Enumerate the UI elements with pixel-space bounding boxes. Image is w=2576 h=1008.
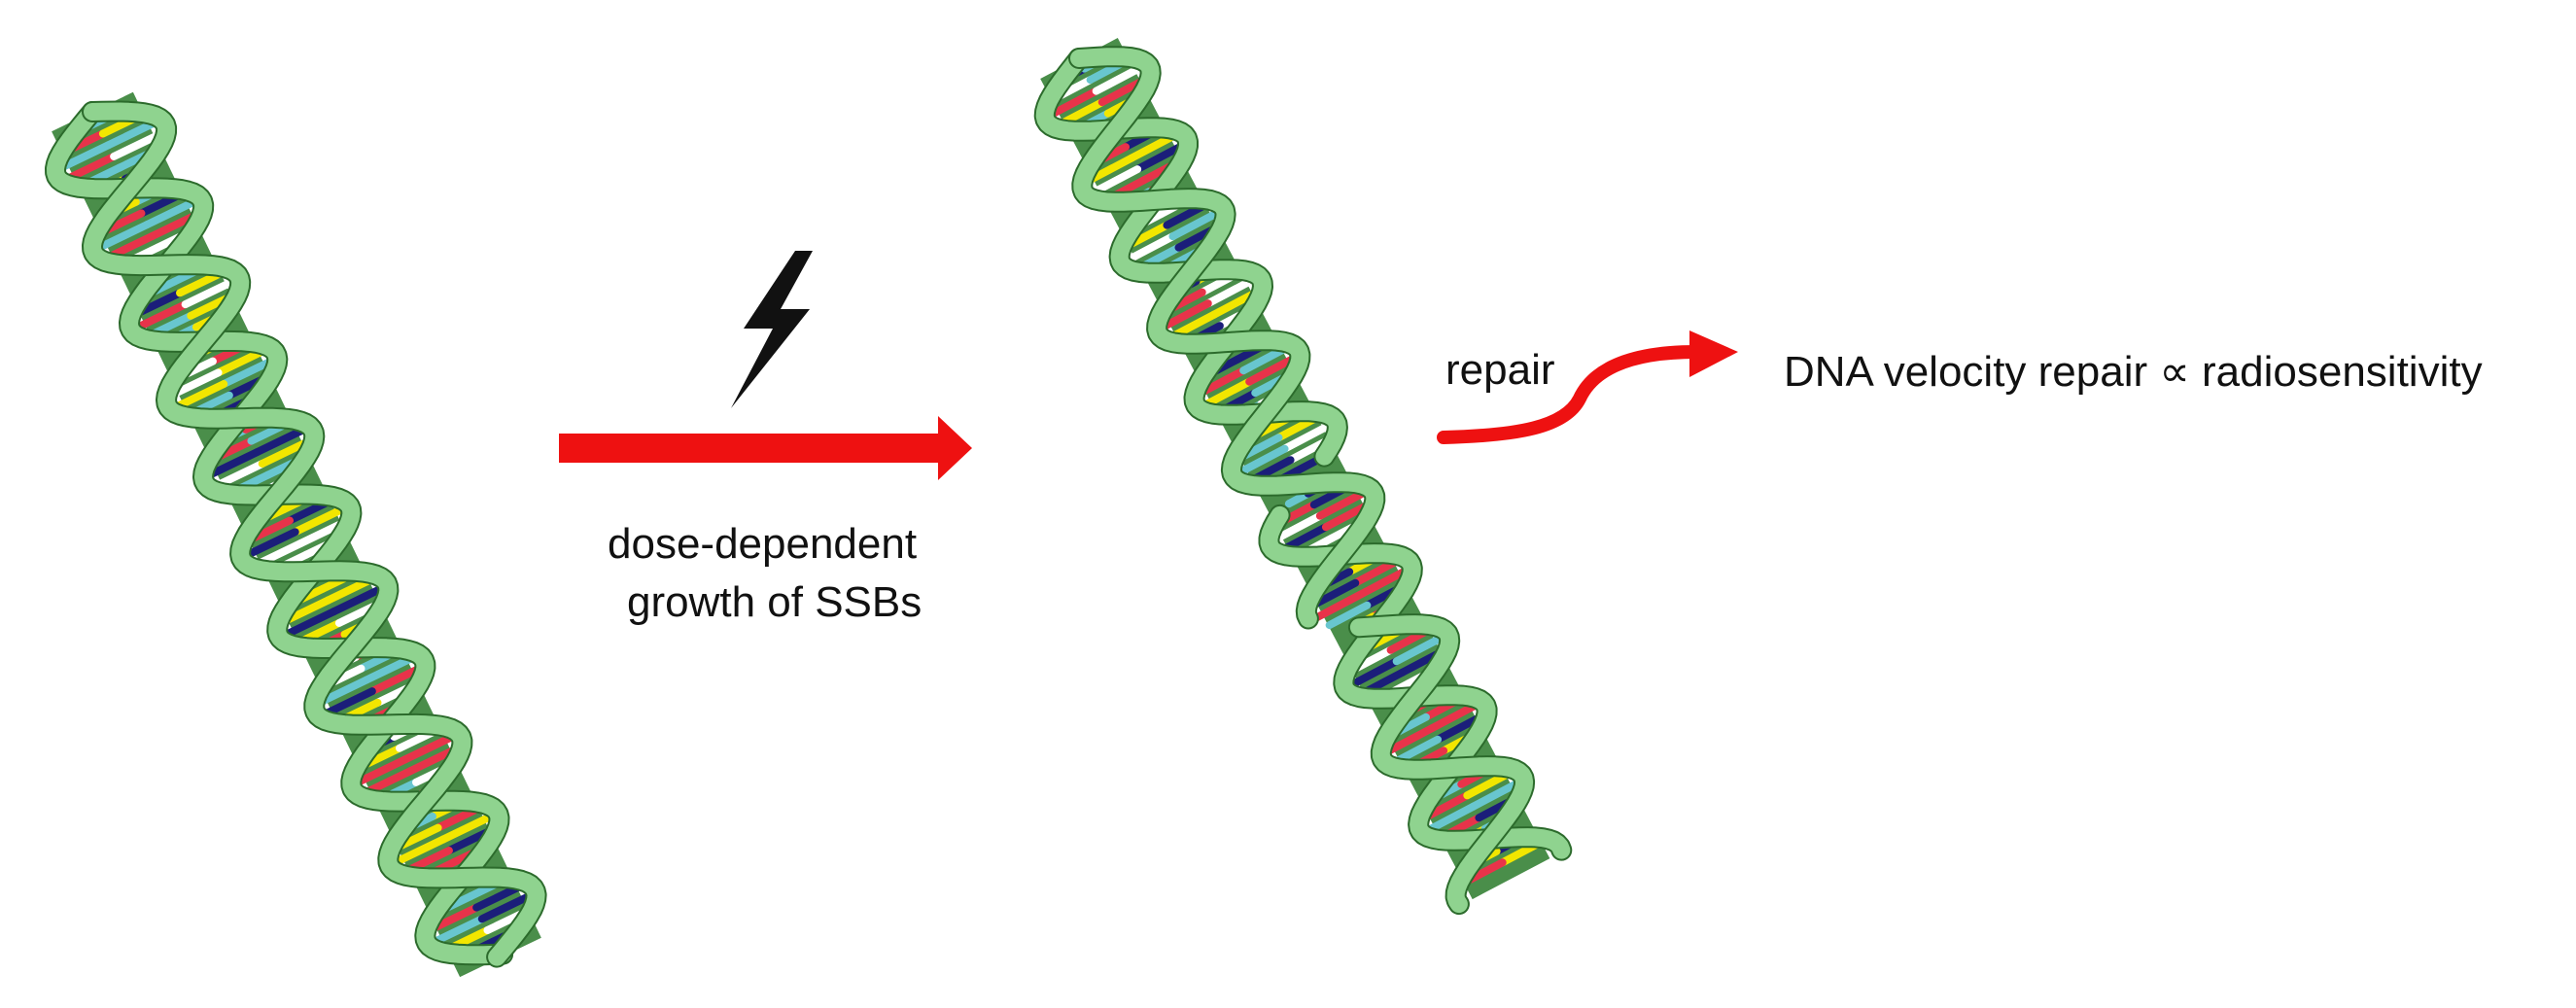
dose-arrow-head: [938, 416, 972, 480]
base-pair-half: [1233, 444, 1289, 478]
base-pair-half: [330, 583, 388, 616]
base-pair-half: [1344, 657, 1401, 690]
lightning-bolt-icon: [731, 251, 813, 408]
base-pair-half: [241, 528, 299, 561]
repair-label: repair: [1445, 346, 1555, 394]
dose-dependent-label: dose-dependent growth of SSBs: [603, 515, 1011, 632]
base-pair-half: [1325, 601, 1372, 630]
base-pair-half: [1245, 353, 1301, 386]
base-pair-half: [1045, 87, 1100, 121]
base-pair-half: [181, 276, 239, 309]
lightning-bolt-shape: [731, 251, 813, 408]
base-pair-half: [428, 915, 486, 947]
dose-arrow-shaft: [559, 434, 943, 463]
base-pair-half: [1157, 299, 1212, 332]
base-pair-half: [1315, 487, 1372, 520]
base-pair-half: [253, 424, 310, 457]
base-pair-half: [400, 731, 459, 764]
base-pair-half: [1357, 565, 1412, 599]
dose-arrow: [559, 416, 972, 480]
base-pair-half: [1422, 802, 1478, 836]
base-pair-half: [1392, 632, 1448, 666]
base-pair-half: [319, 687, 376, 719]
base-pair-half: [220, 356, 277, 389]
base-pair-half: [170, 380, 228, 412]
dose-label-line-2: growth of SSBs: [627, 578, 922, 626]
base-pair-half: [104, 117, 161, 150]
base-pair-half: [291, 504, 349, 537]
base-pair-half: [203, 448, 261, 480]
dose-label-line-1: dose-dependent: [608, 520, 918, 568]
base-pair-half: [1280, 419, 1337, 453]
base-pair-half: [477, 890, 536, 923]
backbone-strand: [1070, 48, 1384, 628]
repair-arrow-head: [1689, 330, 1738, 377]
base-pair-half: [1310, 590, 1366, 623]
repair-arrow-curve: [1437, 345, 1703, 444]
base-pair-half: [367, 663, 426, 696]
backbone-strand: [47, 103, 512, 964]
base-pair-half: [55, 141, 113, 173]
base-pair-half: [280, 608, 338, 640]
base-pair-half: [1168, 207, 1225, 241]
base-pair-half: [131, 300, 190, 332]
base-pair-half: [1427, 699, 1483, 733]
backbone-strand: [1349, 615, 1534, 914]
base-pair-half: [143, 196, 201, 229]
repair-arrow: [1437, 330, 1738, 444]
base-pair-half: [1469, 778, 1524, 811]
base-pair-half: [1203, 274, 1260, 308]
base-pair-half: [1269, 511, 1324, 545]
backbone-strand: [1260, 505, 1571, 859]
base-pair-half: [1199, 377, 1254, 410]
intact-dna-helix: [45, 91, 547, 978]
base-pair-half: [92, 221, 152, 253]
base-pair-half: [439, 811, 498, 844]
damaged-dna-helix: [1033, 38, 1573, 916]
backbone-strand: [84, 102, 545, 966]
radiosensitivity-label: DNA velocity repair ∝ radiosensitivity: [1784, 348, 2483, 396]
base-pair-half: [1121, 232, 1177, 265]
base-pair-half: [1380, 724, 1436, 757]
base-pair-half: [351, 755, 409, 787]
base-pair-half: [389, 835, 448, 868]
base-pair-half: [1092, 62, 1148, 95]
